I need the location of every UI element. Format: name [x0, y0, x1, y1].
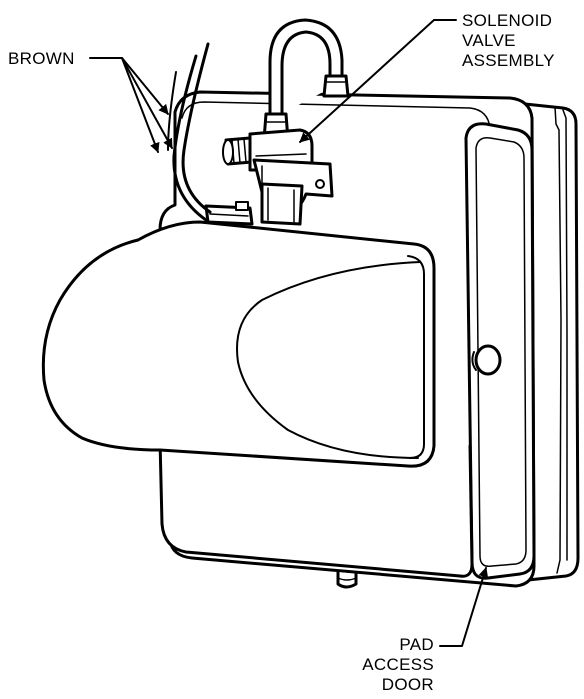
lower-body — [158, 438, 474, 589]
solenoid-label-line-1: SOLENOID — [462, 11, 552, 30]
solenoid-label-line-2: VALVE — [462, 31, 516, 50]
pad-door-label-line-1: PAD — [399, 635, 434, 654]
pad-door-label-line-2: ACCESS — [362, 655, 434, 674]
inlet-fitting — [222, 136, 254, 166]
solenoid-callout-leader — [299, 19, 457, 143]
pad-access-door — [464, 122, 536, 580]
brown-label: BROWN — [8, 49, 75, 68]
bypass-hood — [41, 220, 436, 468]
solenoid-label-line-3: ASSEMBLY — [462, 51, 555, 70]
supply-tube — [262, 18, 350, 142]
side-panel — [523, 102, 580, 582]
drain-spout — [336, 570, 358, 589]
pad-door-callout-leader — [439, 567, 489, 647]
pad-door-label-line-3: DOOR — [382, 675, 434, 694]
solenoid-valve-assembly — [204, 18, 350, 226]
brown-callout-leader — [89, 57, 173, 153]
door-knob — [471, 344, 502, 376]
callout-labels: BROWN SOLENOID VALVE ASSEMBLY PAD ACCESS… — [8, 11, 555, 694]
